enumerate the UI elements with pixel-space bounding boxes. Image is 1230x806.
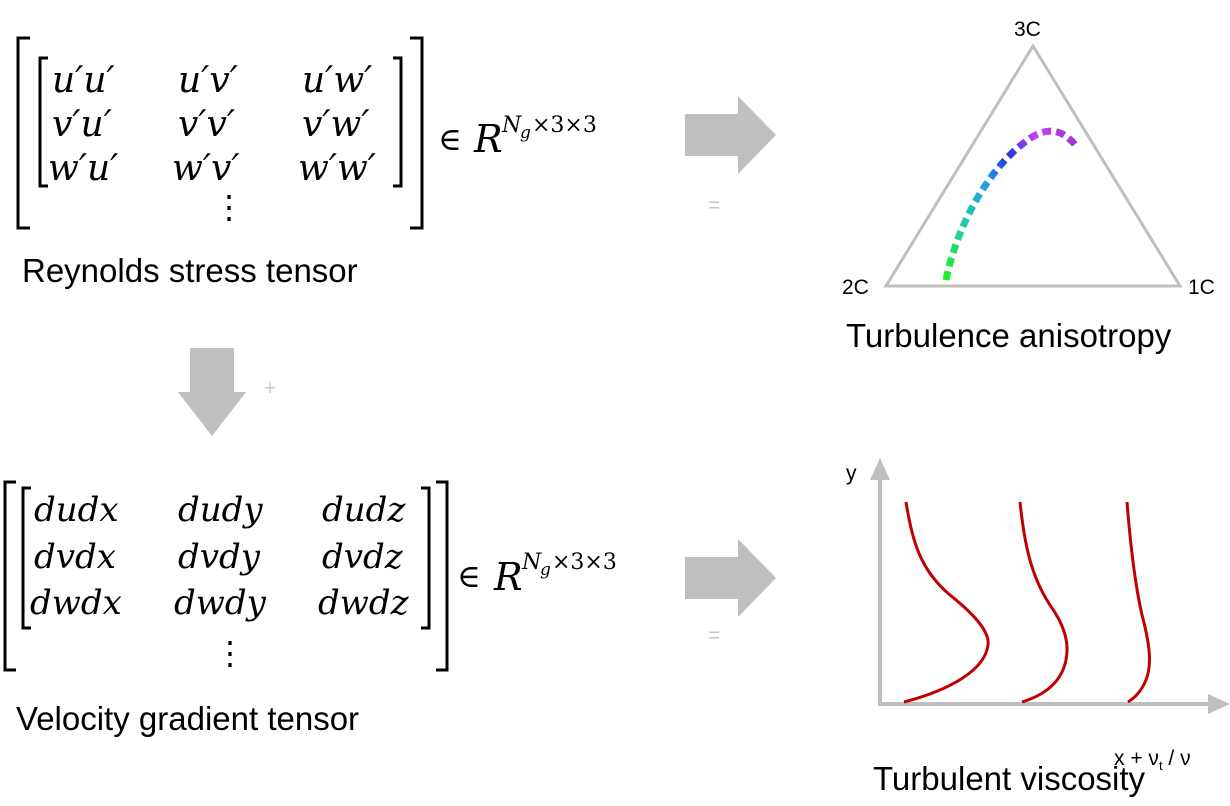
vertex-label-2c: 2C	[842, 276, 869, 299]
arrow-right-bottom	[685, 539, 776, 617]
gradient-cell-0-1: dudy	[178, 490, 263, 530]
arrow-right-top	[685, 96, 776, 174]
reynolds-space-base: R	[473, 117, 503, 161]
outer-bracket-left-2	[3, 480, 16, 672]
gradient-space-exp: ×3×3	[552, 550, 617, 575]
gradient-space-base: R	[493, 555, 523, 599]
gradient-cell-2-1: dwdy	[174, 583, 267, 623]
inner-bracket-right-2	[421, 486, 431, 630]
reynolds-space-exp: ×3×3	[532, 113, 597, 138]
equals-top: =	[708, 194, 720, 217]
reynolds-space: ∈ R N g ×3×3	[438, 113, 597, 161]
plus-sign: +	[264, 377, 276, 400]
reynolds-cell-0-0: u′u′	[52, 60, 115, 101]
vertex-label-1c: 1C	[1188, 276, 1215, 299]
gradient-space: ∈ R N g ×3×3	[457, 550, 617, 599]
equals-bottom: =	[708, 624, 720, 647]
arrow-down	[178, 348, 246, 436]
anisotropy-caption: Turbulence anisotropy	[846, 317, 1172, 354]
x-axis-label: x + νt / ν	[1114, 747, 1191, 773]
reynolds-space-n: N	[501, 113, 522, 138]
reynolds-cell-2-2: w′w′	[298, 148, 376, 189]
inner-bracket-left	[38, 56, 48, 188]
viscosity-plot: y x + νt / ν	[846, 458, 1230, 773]
x-label-post: / ν	[1163, 747, 1191, 770]
barycentric-triangle	[883, 43, 1183, 288]
gradient-cell-1-2: dvdz	[322, 537, 404, 577]
x-axis-arrowhead	[1208, 694, 1230, 714]
reynolds-cell-1-1: v′v′	[178, 104, 235, 145]
vertex-label-3c: 3C	[1014, 18, 1041, 41]
gradient-space-g: g	[540, 560, 551, 580]
viscosity-profile-2	[1018, 501, 1069, 704]
gradient-cell-1-0: dvdx	[34, 537, 116, 577]
outer-bracket-left	[16, 36, 30, 230]
inner-bracket-left-2	[21, 486, 31, 630]
y-axis-arrowhead	[870, 458, 890, 480]
reynolds-cell-1-2: v′w′	[302, 104, 370, 145]
anisotropy-trajectory	[942, 127, 1079, 281]
velocity-gradient-matrix: dudx dudy dudz dvdx dvdy dvdz dwdx dwdy …	[3, 480, 449, 672]
reynolds-cell-1-0: v′u′	[52, 104, 112, 145]
viscosity-profile-1	[903, 501, 990, 704]
anisotropy-triangle-plot: 3C 2C 1C	[842, 18, 1215, 299]
viscosity-caption: Turbulent viscosity	[873, 760, 1146, 797]
reynolds-space-g: g	[520, 123, 531, 143]
outer-bracket-right-2	[436, 480, 449, 672]
gradient-member-symbol: ∈	[457, 557, 481, 595]
gradient-caption: Velocity gradient tensor	[16, 700, 359, 737]
gradient-cell-0-0: dudx	[34, 490, 119, 530]
outer-bracket-right	[410, 36, 424, 230]
y-axis-label: y	[846, 462, 857, 485]
x-label-sub: t	[1159, 758, 1163, 773]
gradient-cell-1-1: dvdy	[178, 537, 261, 577]
reynolds-vdots: ⋮	[213, 188, 245, 226]
gradient-vdots: ⋮	[214, 634, 246, 672]
gradient-cell-2-0: dwdx	[30, 583, 122, 623]
reynolds-cell-2-1: w′v′	[172, 148, 240, 189]
reynolds-cell-0-1: u′v′	[178, 60, 238, 101]
gradient-cell-2-2: dwdz	[318, 583, 410, 623]
inner-bracket-right	[393, 56, 403, 188]
viscosity-profile-3	[1125, 501, 1151, 704]
gradient-space-n: N	[521, 550, 542, 575]
reynolds-caption: Reynolds stress tensor	[22, 252, 358, 289]
reynolds-stress-matrix: u′u′ u′v′ u′w′ v′u′ v′v′ v′w′ w′u′ w′v′ …	[16, 36, 424, 230]
reynolds-member-symbol: ∈	[438, 120, 462, 158]
reynolds-cell-2-0: w′u′	[48, 148, 118, 189]
gradient-cell-0-2: dudz	[322, 490, 406, 530]
x-label-pre: x + ν	[1114, 747, 1159, 770]
reynolds-cell-0-2: u′w′	[302, 60, 372, 101]
